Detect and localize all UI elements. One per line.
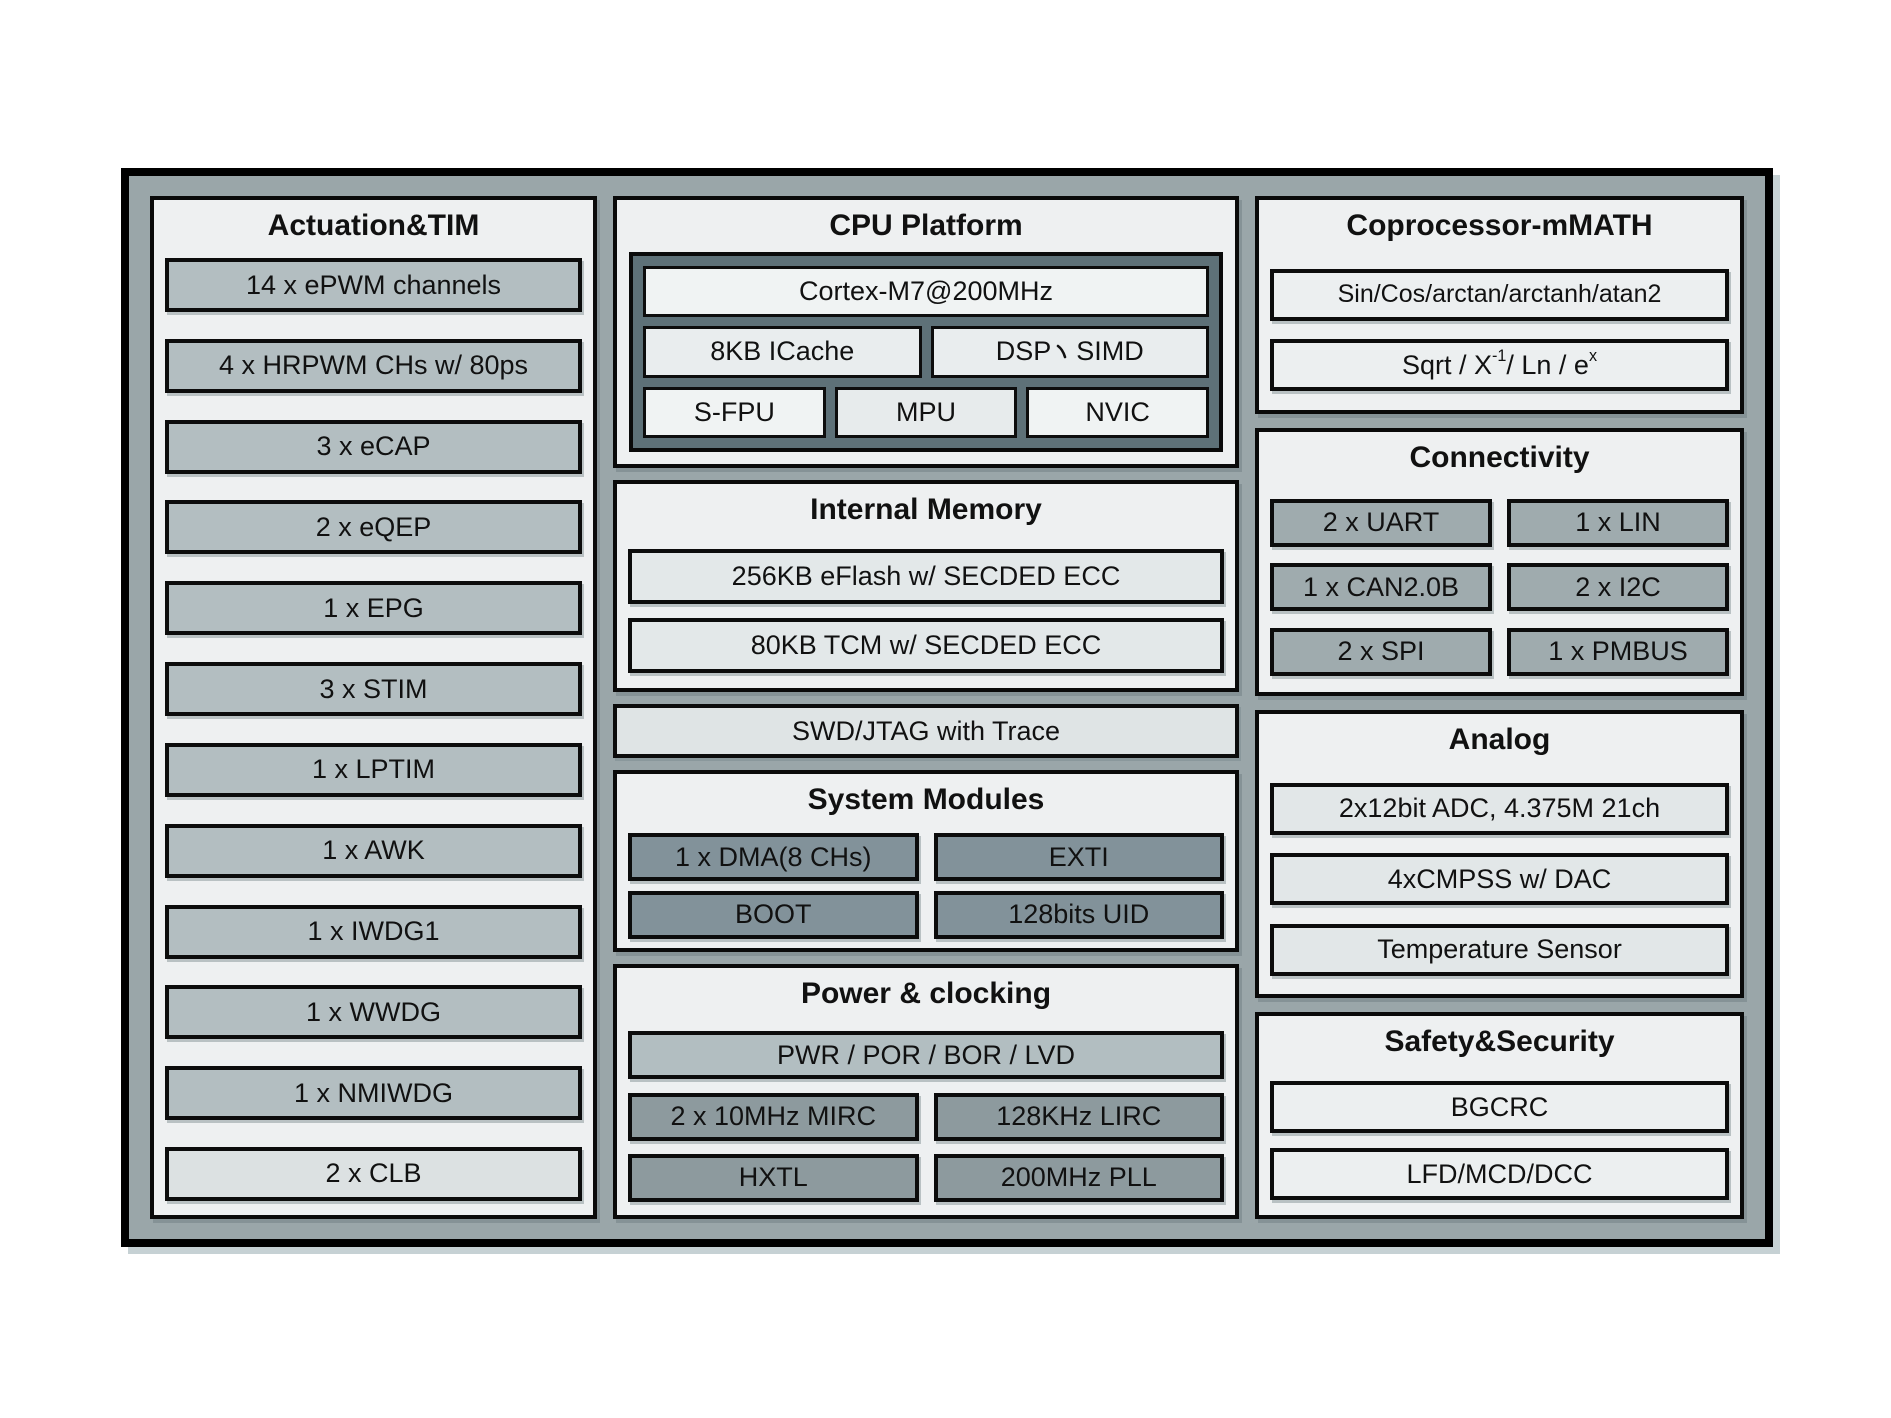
- box-uid: 128bits UID: [933, 890, 1224, 939]
- panel-power-clocking: Power & clocking PWR / POR / BOR / LVD 2…: [613, 964, 1239, 1219]
- box-clb: 2 x CLB: [165, 1146, 582, 1201]
- box-awk: 1 x AWK: [165, 823, 582, 878]
- panel-actuation-tim: Actuation&TIM 14 x ePWM channels 4 x HRP…: [150, 196, 597, 1219]
- system-modules-row: 1 x DMA(8 CHs) EXTI: [628, 833, 1224, 882]
- panel-title-analog: Analog: [1448, 723, 1551, 756]
- center-column: CPU Platform Cortex-M7@200MHz 8KB ICache…: [613, 196, 1239, 1219]
- panel-internal-memory: Internal Memory 256KB eFlash w/ SECDED E…: [613, 480, 1239, 692]
- system-modules-grid: 1 x DMA(8 CHs) EXTI BOOT 128bits UID: [617, 824, 1235, 948]
- box-pwr-por-bor-lvd: PWR / POR / BOR / LVD: [628, 1031, 1224, 1080]
- box-lin: 1 x LIN: [1507, 498, 1729, 547]
- cpu-core-cluster: Cortex-M7@200MHz 8KB ICache DSP SIMD S-FP…: [629, 252, 1223, 452]
- panel-title-cpu: CPU Platform: [829, 209, 1023, 242]
- box-stim: 3 x STIM: [165, 662, 582, 717]
- box-epwm-channels: 14 x ePWM channels: [165, 258, 582, 312]
- box-lirc: 128KHz LIRC: [933, 1092, 1224, 1141]
- panel-coprocessor-mmath: Coprocessor-mMATH Sin/Cos/arctan/arctanh…: [1255, 196, 1744, 414]
- panel-title-actuation: Actuation&TIM: [267, 209, 480, 242]
- box-nvic: NVIC: [1026, 386, 1209, 438]
- box-spi: 2 x SPI: [1270, 627, 1492, 676]
- box-hxtl: HXTL: [628, 1153, 919, 1202]
- box-can: 1 x CAN2.0B: [1270, 563, 1492, 611]
- power-row: PWR / POR / BOR / LVD: [628, 1031, 1224, 1080]
- math-superscript: -1: [1491, 346, 1507, 365]
- box-i2c: 2 x I2C: [1507, 563, 1729, 611]
- box-icache: 8KB ICache: [643, 326, 922, 378]
- coprocessor-list: Sin/Cos/arctan/arctanh/atan2 Sqrt / X-1 …: [1259, 250, 1740, 410]
- math-part: Sqrt / X: [1401, 349, 1492, 380]
- box-iwdg1: 1 x IWDG1: [165, 904, 582, 959]
- box-bgcrc: BGCRC: [1270, 1081, 1729, 1133]
- connectivity-row: 2 x UART 1 x LIN: [1270, 498, 1729, 547]
- box-mpu: MPU: [834, 386, 1018, 438]
- power-grid: PWR / POR / BOR / LVD 2 x 10MHz MIRC 128…: [617, 1018, 1235, 1215]
- panel-title-safety: Safety&Security: [1384, 1025, 1615, 1058]
- box-ecap: 3 x eCAP: [165, 419, 582, 474]
- panel-cpu-platform: CPU Platform Cortex-M7@200MHz 8KB ICache…: [613, 196, 1239, 468]
- box-cmpss: 4xCMPSS w/ DAC: [1270, 853, 1729, 905]
- power-row: HXTL 200MHz PLL: [628, 1153, 1224, 1202]
- panel-title-connectivity: Connectivity: [1409, 441, 1590, 474]
- box-lfd-mcd-dcc: LFD/MCD/DCC: [1270, 1148, 1729, 1200]
- dsp-label: DSP: [995, 336, 1052, 367]
- box-cortex-m7: Cortex-M7@200MHz: [643, 266, 1209, 318]
- connectivity-row: 1 x CAN2.0B 2 x I2C: [1270, 563, 1729, 611]
- panel-analog: Analog 2x12bit ADC, 4.375M 21ch 4xCMPSS …: [1255, 710, 1744, 998]
- box-pll: 200MHz PLL: [933, 1153, 1224, 1202]
- panel-connectivity: Connectivity 2 x UART 1 x LIN 1 x CAN2.0…: [1255, 428, 1744, 696]
- box-eflash: 256KB eFlash w/ SECDED ECC: [628, 548, 1224, 604]
- box-sfpu: S-FPU: [643, 386, 826, 438]
- box-tcm: 80KB TCM w/ SECDED ECC: [628, 618, 1224, 674]
- power-row: 2 x 10MHz MIRC 128KHz LIRC: [628, 1092, 1224, 1141]
- box-exti: EXTI: [933, 833, 1224, 882]
- actuation-list: 14 x ePWM channels 4 x HRPWM CHs w/ 80ps…: [154, 250, 593, 1215]
- box-eqep: 2 x eQEP: [165, 500, 582, 555]
- memory-list: 256KB eFlash w/ SECDED ECC 80KB TCM w/ S…: [617, 534, 1235, 688]
- math-superscript: x: [1588, 346, 1598, 365]
- panel-title-power: Power & clocking: [800, 977, 1052, 1010]
- box-adc: 2x12bit ADC, 4.375M 21ch: [1270, 782, 1729, 835]
- ideographic-comma-icon: [1055, 344, 1068, 359]
- system-modules-row: BOOT 128bits UID: [628, 890, 1224, 939]
- math-part: / Ln / e: [1506, 349, 1589, 380]
- box-epg: 1 x EPG: [165, 581, 582, 636]
- box-wwdg: 1 x WWDG: [165, 985, 582, 1040]
- box-dma: 1 x DMA(8 CHs): [628, 833, 919, 882]
- right-column: Coprocessor-mMATH Sin/Cos/arctan/arctanh…: [1255, 196, 1744, 1219]
- box-uart: 2 x UART: [1270, 498, 1492, 547]
- connectivity-row: 2 x SPI 1 x PMBUS: [1270, 627, 1729, 676]
- connectivity-grid: 2 x UART 1 x LIN 1 x CAN2.0B 2 x I2C 2 x…: [1259, 482, 1740, 692]
- mcu-block-diagram: Actuation&TIM 14 x ePWM channels 4 x HRP…: [121, 168, 1773, 1247]
- box-hrpwm-channels: 4 x HRPWM CHs w/ 80ps: [165, 338, 582, 393]
- safety-list: BGCRC LFD/MCD/DCC: [1259, 1066, 1740, 1215]
- box-temperature-sensor: Temperature Sensor: [1270, 923, 1729, 976]
- panel-system-modules: System Modules 1 x DMA(8 CHs) EXTI BOOT …: [613, 770, 1239, 952]
- analog-list: 2x12bit ADC, 4.375M 21ch 4xCMPSS w/ DAC …: [1259, 764, 1740, 994]
- panel-title-system-modules: System Modules: [807, 783, 1045, 816]
- box-mirc: 2 x 10MHz MIRC: [628, 1092, 919, 1141]
- panel-safety-security: Safety&Security BGCRC LFD/MCD/DCC: [1255, 1012, 1744, 1219]
- simd-label: SIMD: [1076, 336, 1144, 367]
- box-pmbus: 1 x PMBUS: [1507, 627, 1729, 676]
- box-trig-functions: Sin/Cos/arctan/arctanh/atan2: [1270, 268, 1729, 321]
- box-nmiwdg: 1 x NMIWDG: [165, 1066, 582, 1121]
- panel-title-coprocessor: Coprocessor-mMATH: [1346, 209, 1653, 242]
- box-lptim: 1 x LPTIM: [165, 742, 582, 797]
- box-dsp-simd: DSP SIMD: [930, 326, 1209, 378]
- box-boot: BOOT: [628, 890, 919, 939]
- panel-title-memory: Internal Memory: [810, 493, 1042, 526]
- box-swd-jtag-trace: SWD/JTAG with Trace: [613, 704, 1239, 758]
